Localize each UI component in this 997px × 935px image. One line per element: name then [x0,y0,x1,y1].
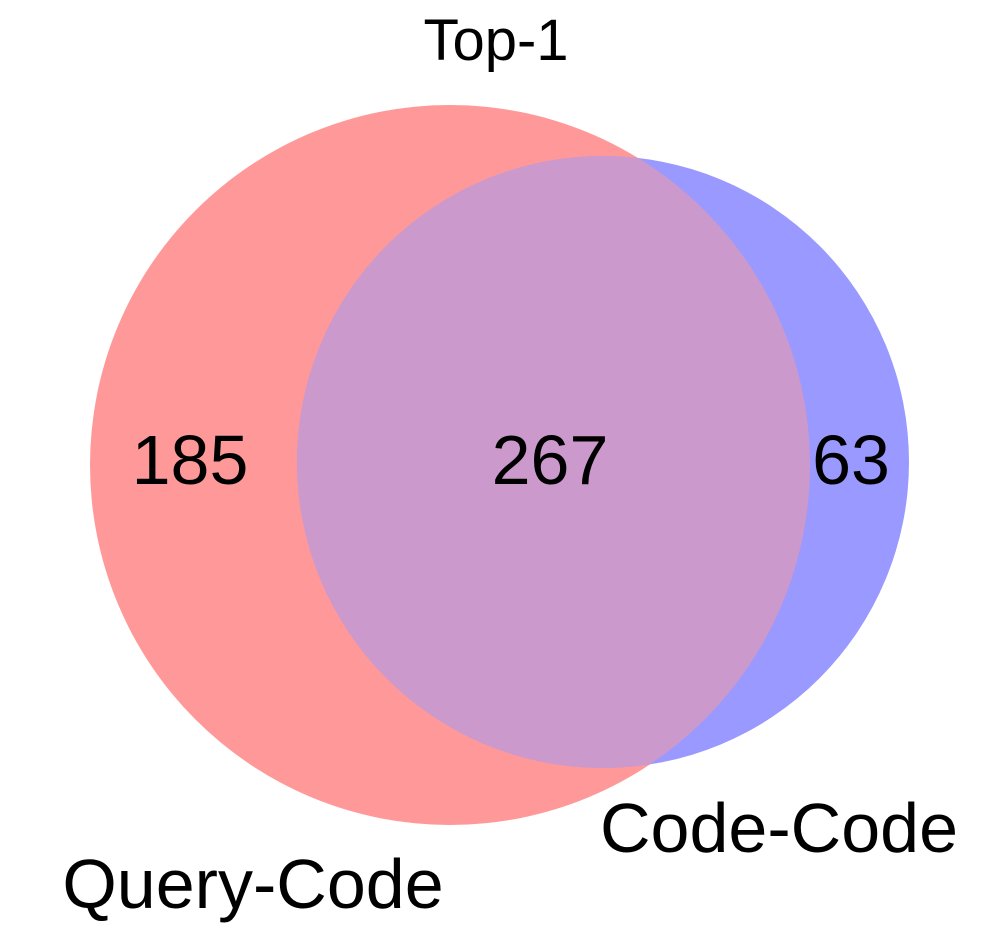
chart-title: Top-1 [423,8,568,73]
intersection-count: 267 [492,421,609,499]
set-a-label: Query-Code [62,845,443,923]
set-b-label: Code-Code [600,789,958,867]
right-only-count: 63 [812,421,890,499]
left-only-count: 185 [132,421,249,499]
intersection-region [297,156,810,768]
